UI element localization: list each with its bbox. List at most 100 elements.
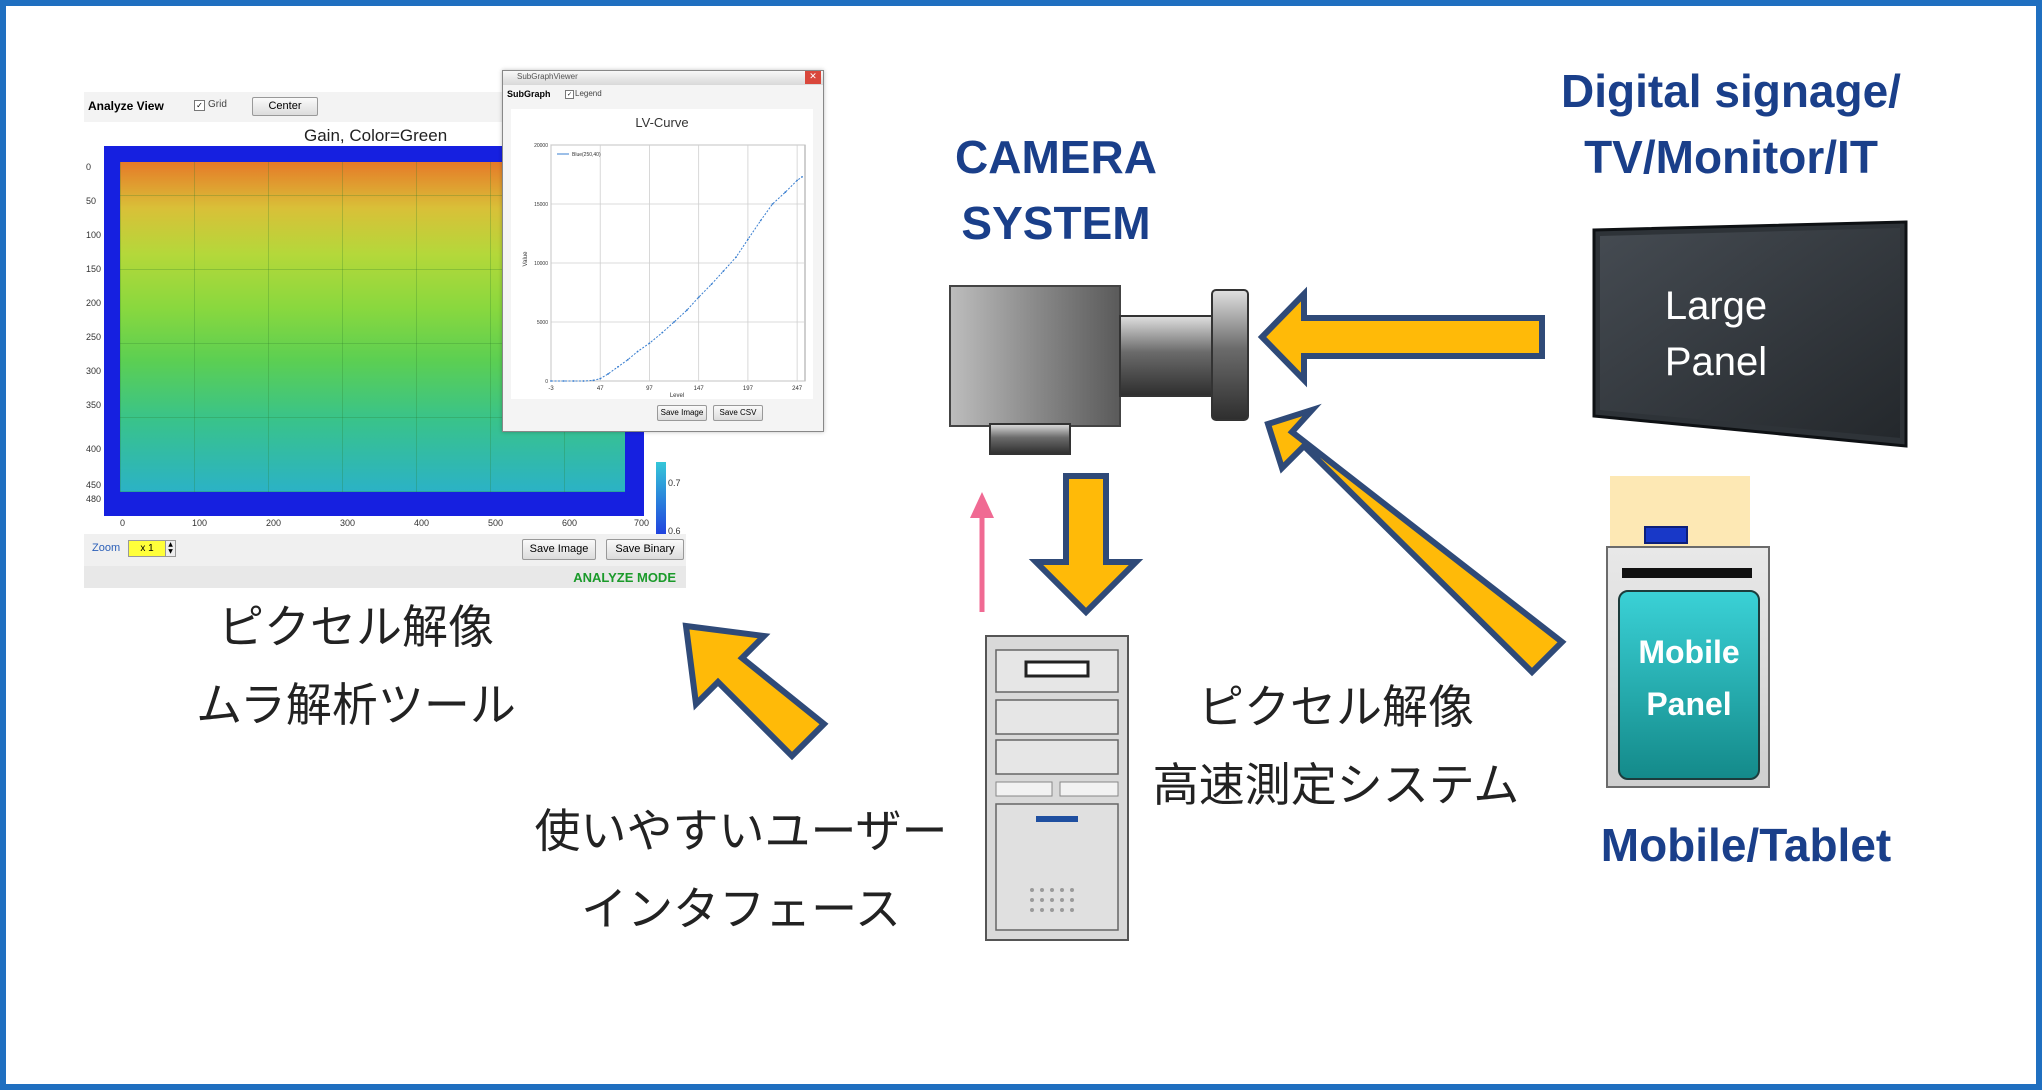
x-axis-label: Level [670, 393, 684, 399]
x-tick: 200 [266, 518, 282, 528]
colorbar-tick: 0.7 [668, 478, 681, 488]
x-tick: 300 [340, 518, 356, 528]
y-tick: 200 [86, 298, 102, 308]
x-tick: 700 [634, 518, 650, 528]
subgraph-title: SubGraph [507, 89, 551, 99]
mobile-bezel-bar [1622, 568, 1752, 578]
center-button[interactable]: Center [252, 97, 318, 116]
ui-caption-line1: 使いやすいユーザー [534, 804, 948, 858]
y-tick: 100 [86, 230, 102, 240]
data-point [673, 321, 675, 323]
data-point [759, 219, 762, 222]
analyze-status-bar: ANALYZE MODE [84, 566, 686, 588]
data-point [685, 309, 688, 312]
save-binary-button[interactable]: Save Binary [606, 539, 684, 560]
x-tick: 400 [414, 518, 430, 528]
mobile-connector-icon [1644, 526, 1688, 544]
x-tick: 600 [562, 518, 578, 528]
tool-caption: ピクセル解像 ムラ解析ツール [146, 588, 566, 744]
y-tick-label: 5000 [537, 320, 548, 326]
mobile-device: Mobile Panel [1606, 546, 1770, 788]
y-tick: 450 [86, 480, 102, 490]
data-point [626, 358, 629, 361]
mobile-panel-label-line1: Mobile [1638, 634, 1740, 670]
tv-screen-glass [1600, 228, 1900, 438]
data-point [592, 379, 595, 382]
save-csv-button[interactable]: Save CSV [713, 405, 763, 421]
analyze-plot-title: Gain, Color=Green [304, 126, 448, 145]
data-point [796, 179, 799, 182]
mobile-panel-label: Mobile Panel [1620, 626, 1758, 730]
x-tick-label: 197 [743, 386, 754, 392]
grid-checkbox[interactable]: ✓ [194, 100, 205, 111]
y-tick: 50 [86, 196, 97, 206]
camera-system-title: CAMERA SYSTEM [906, 124, 1206, 256]
y-tick: 400 [86, 444, 102, 454]
data-point [722, 270, 725, 273]
zoom-stepper[interactable]: ▲▼ [165, 540, 176, 557]
digital-signage-title-line2: TV/Monitor/IT [1584, 131, 1878, 183]
data-point [710, 283, 713, 286]
series-line [551, 176, 803, 382]
x-tick-label: 97 [646, 386, 653, 392]
legend-checkbox[interactable]: ✓ [565, 90, 574, 99]
data-point [697, 296, 700, 299]
zoom-label: Zoom [92, 542, 121, 554]
heatmap-y-axis: 0 50 100 150 200 250 300 350 400 450 480 [84, 162, 102, 532]
data-point [661, 331, 664, 334]
mobile-panel-label-line2: Panel [1646, 686, 1732, 722]
close-icon[interactable]: ✕ [805, 71, 821, 84]
large-panel-tv [1592, 220, 1908, 448]
y-axis-label: Value [523, 251, 529, 267]
arrows-layer [682, 286, 1567, 761]
y-tick-label: 0 [545, 379, 548, 385]
system-caption: ピクセル解像 高速測定システム [1136, 668, 1536, 824]
y-tick-label: 10000 [534, 261, 548, 267]
data-point [746, 238, 749, 241]
data-point [801, 175, 803, 178]
large-panel-label-line1: Large [1664, 284, 1768, 328]
grid-label: Grid [208, 99, 227, 110]
large-panel-label: Large Panel [1626, 278, 1806, 390]
subgraph-window: SubGraphViewer ✕ SubGraph ✓ Legend LV-Cu… [502, 70, 824, 432]
digital-signage-title: Digital signage/ TV/Monitor/IT [1496, 58, 1966, 190]
mobile-panel-tab-edge [1722, 476, 1750, 526]
data-point [784, 191, 787, 194]
y-tick: 480 [86, 494, 102, 504]
x-tick: 0 [120, 518, 126, 528]
system-caption-line2: 高速測定システム [1152, 758, 1520, 812]
arrow-camera-to-pc [1028, 473, 1144, 617]
analyze-mode-label: ANALYZE MODE [573, 570, 676, 585]
data-point [607, 373, 610, 375]
subgraph-save-image-button[interactable]: Save Image [657, 405, 707, 421]
x-tick-label: -3 [548, 386, 554, 392]
data-point [550, 380, 552, 382]
y-tick-label: 20000 [534, 143, 548, 149]
analyze-bottom-bar: Zoom x 1 ▲▼ Save Image Save Binary [84, 534, 686, 564]
camera-system-title-line2: SYSTEM [961, 197, 1151, 249]
x-tick-label: 147 [694, 386, 705, 392]
save-image-button[interactable]: Save Image [522, 539, 596, 560]
data-point [617, 365, 619, 368]
chart-title: LV-Curve [635, 115, 688, 130]
large-panel-label-line2: Panel [1664, 340, 1768, 384]
mobile-screen: Mobile Panel [1618, 590, 1760, 780]
data-point [562, 380, 565, 382]
arrow-pc-to-tool [682, 622, 829, 761]
data-point [648, 342, 651, 345]
tool-caption-line2: ムラ解析ツール [196, 678, 516, 732]
arrow-large-panel-to-camera [1257, 286, 1545, 388]
mobile-tablet-title: Mobile/Tablet [1600, 819, 1892, 871]
legend-label: Legend [575, 89, 602, 98]
y-tick-label: 15000 [534, 202, 548, 208]
data-point [735, 256, 737, 258]
camera-system-title-line1: CAMERA [955, 131, 1157, 183]
x-tick: 100 [192, 518, 208, 528]
analyze-view-title: Analyze View [88, 99, 164, 113]
y-tick: 250 [86, 332, 102, 342]
data-point [572, 380, 575, 382]
legend-entry: Blue(250,40) [572, 152, 601, 158]
